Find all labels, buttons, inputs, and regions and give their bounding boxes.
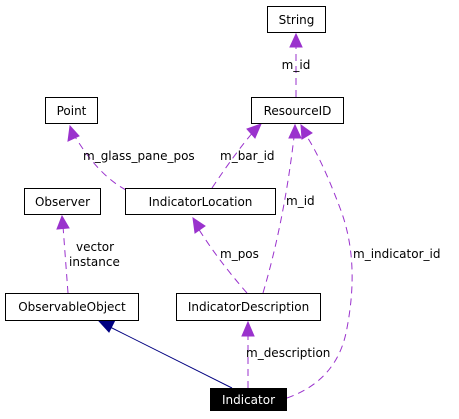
arrowhead-point [67, 124, 80, 142]
arrowhead-string [289, 32, 303, 48]
node-indicatordescription-label: IndicatorDescription [188, 300, 309, 314]
node-point[interactable]: Point [45, 97, 98, 124]
node-string-label: String [279, 13, 315, 27]
arrowhead-observer [56, 214, 70, 230]
node-observer[interactable]: Observer [24, 188, 101, 215]
node-resourceid[interactable]: ResourceID [251, 97, 344, 124]
edge-description-resourceid [262, 136, 295, 294]
arrowhead-observable [97, 319, 116, 333]
node-observer-box [24, 188, 101, 215]
node-indicatorlocation[interactable]: IndicatorLocation [125, 188, 276, 215]
label-resource-m-id: m_id [286, 194, 315, 208]
node-indicatordescription-box [176, 293, 321, 321]
node-indicatorlocation-box [125, 188, 276, 215]
arrowhead-resourceid-from-indicator [300, 123, 313, 140]
node-indicator-box [210, 388, 287, 411]
label-indicator-id: m_indicator_id [353, 247, 440, 261]
node-resourceid-label: ResourceID [264, 104, 332, 118]
arrowhead-resourceid-from-description [288, 123, 302, 139]
node-observableobject-label: ObservableObject [18, 300, 126, 314]
edge-description-location [197, 227, 248, 294]
node-point-box [45, 97, 98, 124]
node-indicatordescription[interactable]: IndicatorDescription [176, 293, 321, 321]
arrowhead-resourceid-from-location [246, 123, 262, 139]
edge-location-point [73, 134, 127, 191]
node-indicatorlocation-label: IndicatorLocation [149, 195, 253, 209]
label-instance: instance [69, 255, 120, 269]
arrowhead-description [241, 320, 255, 337]
label-string-m-id: m_id [282, 58, 311, 72]
node-string[interactable]: String [267, 6, 326, 33]
edge-location-resourceid [211, 130, 255, 189]
label-glass-pane-pos: m_glass_pane_pos [83, 149, 195, 163]
edge-observable-observer [62, 225, 69, 294]
node-observableobject[interactable]: ObservableObject [5, 293, 139, 321]
node-point-label: Point [57, 104, 87, 118]
node-indicator-label: Indicator [222, 393, 275, 407]
arrowhead-location [192, 216, 206, 234]
node-observableobject-box [5, 293, 139, 321]
label-m-description: m_description [246, 346, 330, 360]
edge-indicator-observable-inheritance [107, 325, 233, 389]
node-resourceid-box [251, 97, 344, 124]
node-string-box [267, 6, 326, 33]
node-indicator[interactable]: Indicator [210, 388, 287, 411]
label-vector: vector [76, 240, 114, 254]
node-observer-label: Observer [35, 195, 90, 209]
label-m-pos: m_pos [220, 247, 259, 261]
label-bar-id: m_bar_id [220, 149, 275, 163]
edge-indicator-resourceid [286, 134, 353, 399]
